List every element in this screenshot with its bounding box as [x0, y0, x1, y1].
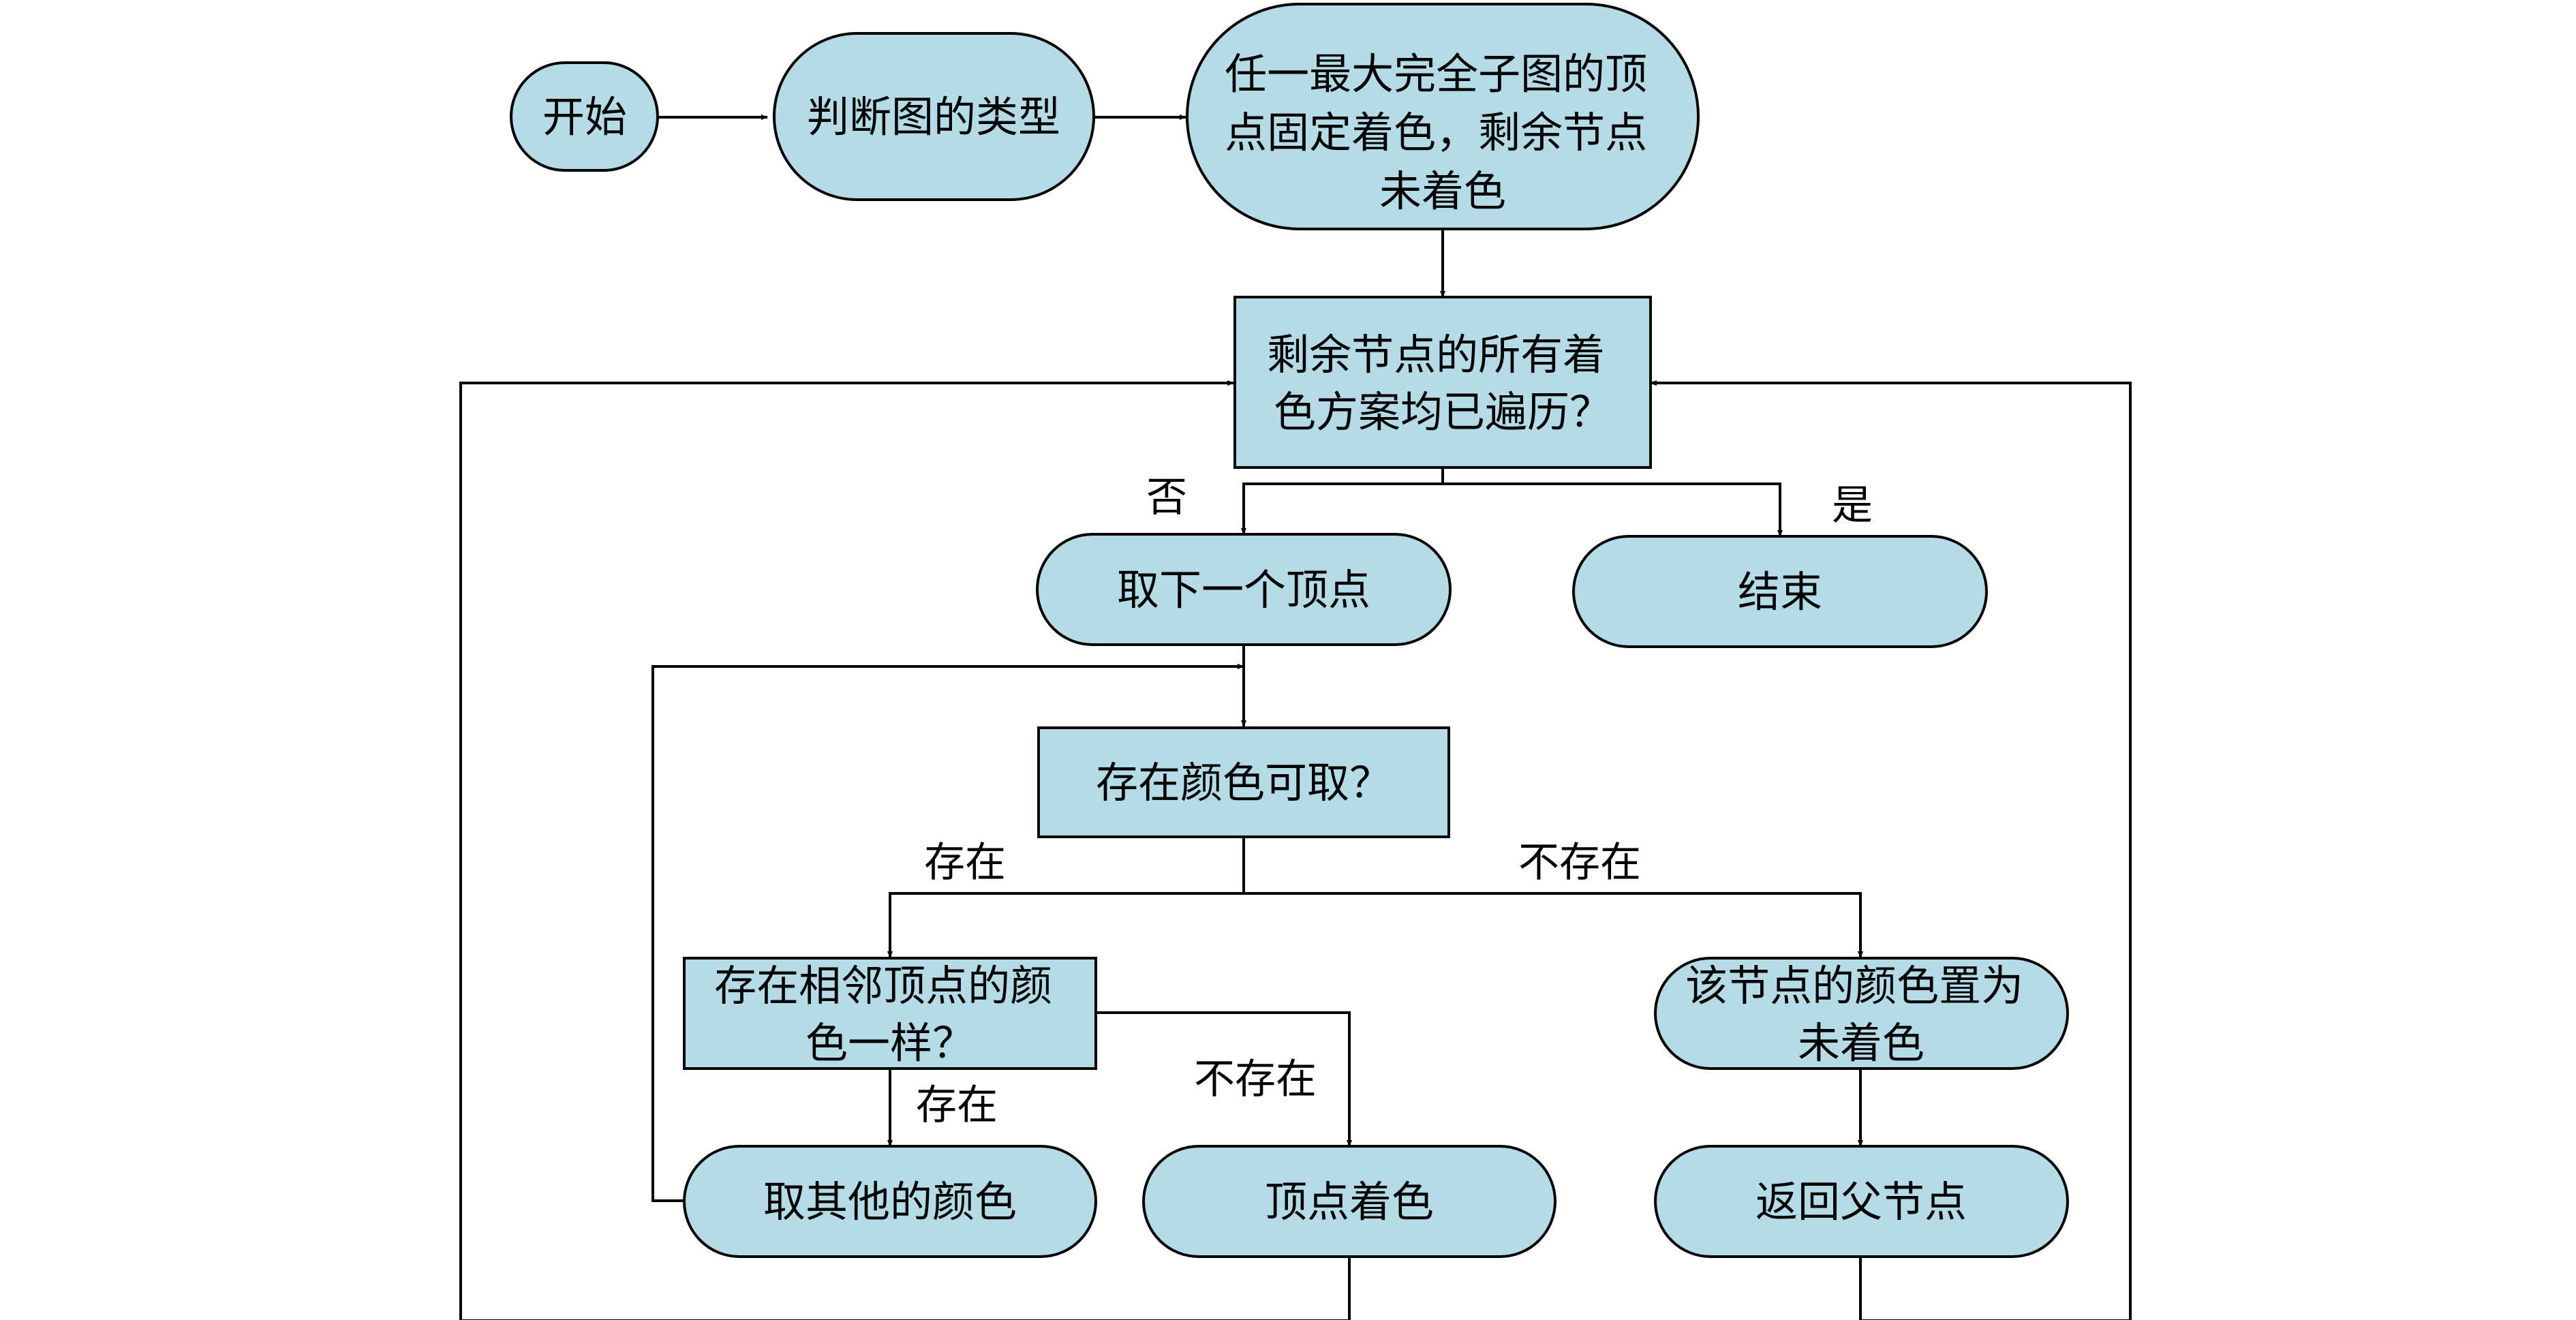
edge-adjacent-not-exists	[1096, 1011, 1352, 1147]
edge-label-yes: 是	[1832, 482, 1873, 529]
return-parent-node	[1654, 1145, 2069, 1258]
judge-type-label: 判断图的类型	[807, 92, 1060, 142]
all-traversed-line-2: 色方案均已遍历？	[1274, 387, 1612, 437]
color-available-line: 存在颜色可取？	[1096, 758, 1392, 808]
start-line: 开始	[542, 92, 627, 142]
edge-other-color-loop	[651, 664, 1244, 1202]
fix-colors-line-2: 点固定着色，剩余节点	[1225, 108, 1647, 157]
fix-colors-node	[1186, 3, 1700, 230]
fix-colors-label: 任一最大完全子图的顶 点固定着色，剩余节点 未着色	[1225, 49, 1661, 216]
adjacent-same-line-1: 存在相邻顶点的颜	[714, 961, 1052, 1011]
judge-type-node	[773, 32, 1095, 201]
edge-label-not-exists-2: 不存在	[1194, 1056, 1317, 1103]
edge-color-vertex-loop	[459, 380, 1351, 1320]
take-other-color-label: 取其他的颜色	[763, 1177, 1017, 1227]
all-traversed-label: 剩余节点的所有着 色方案均已遍历？	[1267, 330, 1619, 437]
fix-colors-line-3: 未着色	[1379, 166, 1506, 216]
judge-type-line: 判断图的类型	[807, 92, 1060, 142]
take-next-vertex-label: 取下一个顶点	[1117, 565, 1370, 615]
return-parent-label: 返回父节点	[1755, 1177, 1967, 1227]
color-available-label: 存在颜色可取？	[1096, 758, 1392, 808]
adjacent-same-label: 存在相邻顶点的颜 色一样？	[714, 961, 1066, 1068]
all-traversed-node	[1233, 296, 1652, 469]
set-uncolored-node	[1654, 957, 2069, 1070]
edge-traversed-yes	[1443, 482, 1783, 537]
end-line: 结束	[1738, 567, 1822, 617]
color-vertex-node	[1142, 1145, 1557, 1258]
edge-available-not-exists	[1244, 892, 1863, 958]
color-vertex-line: 顶点着色	[1265, 1177, 1434, 1227]
edge-traversed-no	[1241, 469, 1444, 535]
take-other-color-line: 取其他的颜色	[763, 1177, 1017, 1227]
adjacent-same-node	[683, 957, 1097, 1070]
set-uncolored-line-1: 该节点的颜色置为	[1685, 961, 2023, 1011]
set-uncolored-label: 该节点的颜色置为 未着色	[1685, 961, 2037, 1068]
take-other-color-node	[683, 1145, 1097, 1258]
edge-return-parent-loop	[1650, 380, 2132, 1320]
edge-label-not-exists-1: 不存在	[1518, 839, 1641, 887]
edge-available-exists	[887, 838, 1245, 958]
start-label: 开始	[542, 92, 627, 142]
end-node	[1572, 535, 1988, 648]
start-node	[510, 61, 659, 172]
fix-colors-line-1: 任一最大完全子图的顶	[1225, 49, 1647, 99]
take-next-vertex-line: 取下一个顶点	[1117, 565, 1370, 615]
color-available-node	[1037, 726, 1450, 838]
edge-label-exists-1: 存在	[924, 839, 1006, 887]
edge-label-no: 否	[1146, 474, 1187, 521]
end-label: 结束	[1738, 567, 1822, 617]
take-next-vertex-node	[1036, 533, 1452, 646]
color-vertex-label: 顶点着色	[1265, 1177, 1434, 1227]
return-parent-line: 返回父节点	[1755, 1177, 1967, 1227]
all-traversed-line-1: 剩余节点的所有着	[1267, 330, 1605, 380]
adjacent-same-line-2: 色一样？	[806, 1018, 975, 1068]
edge-label-exists-2: 存在	[916, 1081, 998, 1129]
set-uncolored-line-2: 未着色	[1798, 1018, 1925, 1068]
